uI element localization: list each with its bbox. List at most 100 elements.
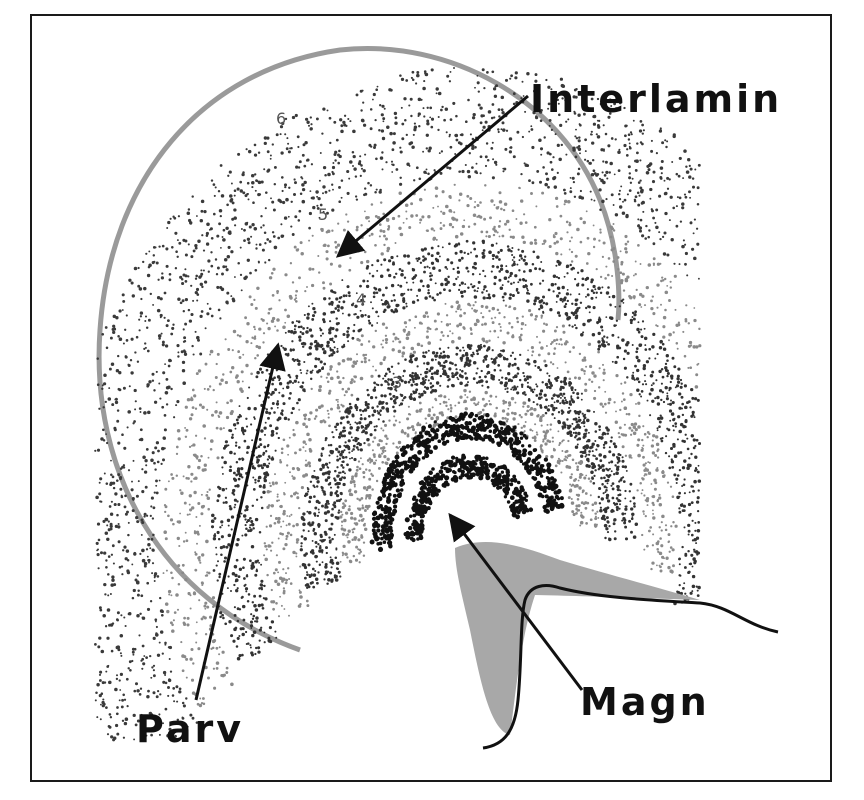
stipple-dot xyxy=(379,104,382,107)
stipple-dot xyxy=(285,385,290,389)
stipple-dot xyxy=(471,285,475,289)
stipple-dot xyxy=(452,217,456,221)
stipple-dot xyxy=(385,402,388,405)
stipple-dot xyxy=(534,73,538,77)
stipple-dot xyxy=(617,459,621,463)
stipple-dot xyxy=(545,172,548,176)
stipple-dot xyxy=(184,426,187,429)
stipple-dot xyxy=(622,200,624,203)
stipple-dot xyxy=(248,386,251,389)
stipple-dot xyxy=(677,415,681,419)
stipple-dot xyxy=(134,723,138,727)
stipple-dot xyxy=(394,388,397,391)
stipple-dot xyxy=(512,155,516,159)
stipple-dot xyxy=(98,679,102,682)
stipple-dot xyxy=(550,397,554,400)
stipple-dot xyxy=(563,192,567,195)
stipple-dot xyxy=(509,77,512,80)
stipple-dot xyxy=(336,455,339,458)
stipple-dot xyxy=(551,413,554,416)
stipple-dot xyxy=(289,582,293,585)
stipple-dot xyxy=(593,396,597,400)
stipple-dot xyxy=(309,190,312,193)
stipple-dot xyxy=(251,565,256,569)
stipple-dot xyxy=(258,561,261,564)
stipple-dot xyxy=(575,87,578,91)
stipple-dot xyxy=(630,422,634,427)
stipple-dot xyxy=(322,312,327,316)
stipple-dot xyxy=(151,379,155,382)
stipple-dot xyxy=(336,308,340,312)
stipple-dot xyxy=(669,446,674,451)
stipple-dot xyxy=(592,306,596,310)
stipple-dot xyxy=(575,128,577,131)
stipple-dot xyxy=(269,484,272,488)
stipple-dot xyxy=(526,358,530,362)
stipple-dot xyxy=(239,189,243,193)
stipple-dot xyxy=(270,307,273,310)
stipple-dot xyxy=(580,454,584,458)
stipple-dot xyxy=(658,389,663,393)
stipple-dot xyxy=(266,150,270,154)
stipple-dot xyxy=(498,270,501,273)
stipple-dot xyxy=(155,633,159,637)
stipple-dot xyxy=(260,579,264,583)
stipple-dot xyxy=(440,108,443,112)
stipple-dot xyxy=(143,347,146,350)
stipple-dot xyxy=(235,418,239,422)
stipple-dot xyxy=(442,224,446,227)
stipple-dot xyxy=(184,405,188,409)
stipple-dot xyxy=(573,195,577,198)
stipple-dot xyxy=(609,225,613,229)
stipple-dot xyxy=(482,254,486,258)
stipple-dot xyxy=(613,473,616,476)
stipple-dot xyxy=(287,453,290,456)
stipple-dot xyxy=(685,165,688,168)
stipple-dot xyxy=(225,666,229,670)
stipple-dot xyxy=(552,290,555,293)
stipple-dot xyxy=(603,335,606,338)
stipple-dot xyxy=(179,512,182,515)
stipple-dot xyxy=(276,499,279,503)
stipple-dot xyxy=(410,346,415,351)
stipple-dot xyxy=(360,328,363,331)
stipple-dot xyxy=(212,388,215,392)
stipple-dot xyxy=(664,362,668,366)
stipple-dot xyxy=(595,173,599,177)
stipple-dot xyxy=(576,271,580,274)
stipple-dot xyxy=(646,399,649,402)
stipple-dot xyxy=(236,469,241,473)
stipple-dot xyxy=(275,133,279,137)
stipple-dot xyxy=(628,490,631,493)
stipple-dot xyxy=(126,426,129,429)
stipple-dot xyxy=(294,451,297,455)
stipple-dot xyxy=(284,581,288,585)
stipple-dot xyxy=(176,255,179,258)
stipple-dot xyxy=(666,392,669,395)
stipple-dot xyxy=(652,242,656,246)
stipple-dot xyxy=(298,338,302,342)
stipple-dot xyxy=(549,308,553,312)
stipple-dot xyxy=(413,127,417,130)
stipple-dot xyxy=(593,374,597,378)
stipple-dot xyxy=(325,250,329,254)
stipple-dot xyxy=(516,320,520,324)
stipple-dot xyxy=(640,201,644,205)
stipple-dot xyxy=(418,124,421,128)
stipple-dot xyxy=(423,385,427,389)
stipple-dot xyxy=(162,680,166,684)
stipple-dot xyxy=(521,80,524,83)
stipple-dot xyxy=(660,544,664,548)
stipple-dot xyxy=(427,379,430,382)
stipple-dot xyxy=(496,265,500,269)
stipple-dot xyxy=(678,495,681,498)
stipple-dot xyxy=(661,141,665,145)
stipple-dot xyxy=(508,150,512,154)
stipple-dot xyxy=(475,162,478,165)
stipple-dot xyxy=(282,520,285,523)
stipple-dot xyxy=(501,295,505,299)
stipple-dot xyxy=(167,589,172,594)
stipple-dot xyxy=(694,385,699,389)
stipple-dot xyxy=(538,392,543,396)
stipple-dot xyxy=(582,220,586,225)
